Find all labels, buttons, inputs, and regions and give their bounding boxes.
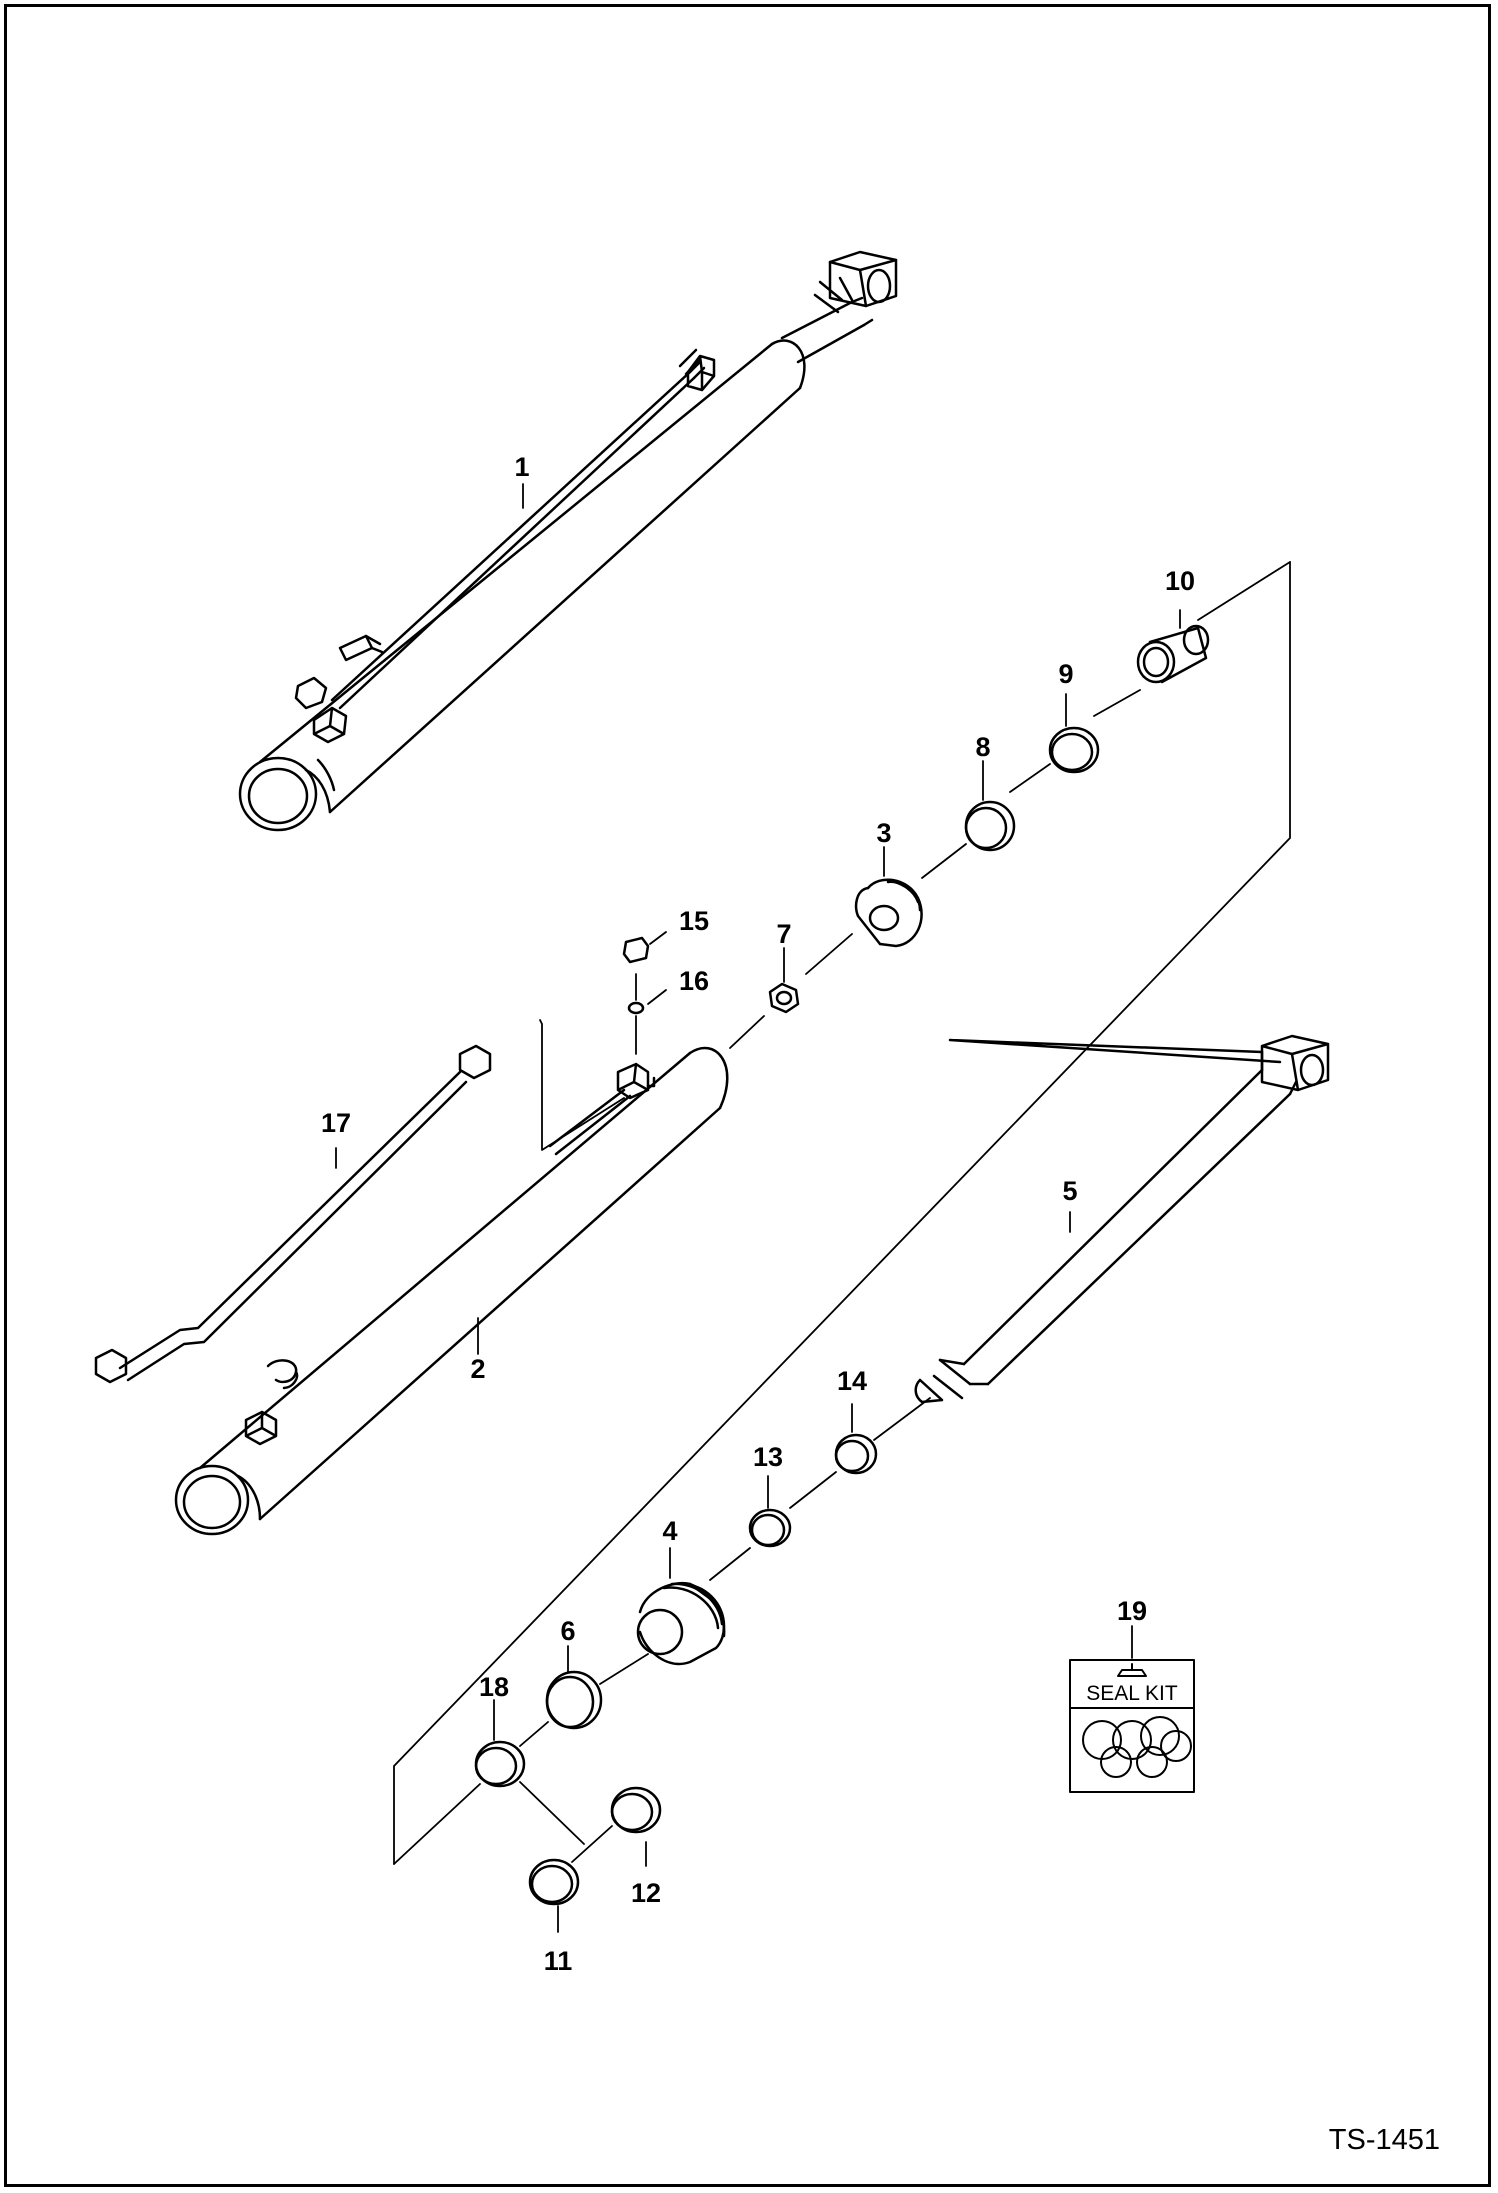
callout-7[interactable]: 7 (776, 919, 791, 949)
ring-13[interactable] (748, 1508, 792, 1548)
piston-rod[interactable] (914, 1034, 1330, 1404)
callout-1[interactable]: 1 (514, 452, 529, 482)
callout-3[interactable]: 3 (876, 818, 891, 848)
callout-14[interactable]: 14 (837, 1366, 867, 1396)
piston-gland[interactable] (854, 878, 923, 948)
callout-17[interactable]: 17 (321, 1108, 351, 1138)
callout-18[interactable]: 18 (479, 1672, 509, 1702)
cylinder-barrel[interactable] (174, 1046, 729, 1536)
leader-lines (335, 483, 1181, 1933)
callout-16[interactable]: 16 (679, 966, 709, 996)
bushing-10[interactable] (1136, 624, 1210, 684)
callout-4[interactable]: 4 (662, 1516, 677, 1546)
o-ring-16[interactable] (627, 1001, 645, 1015)
o-ring-6[interactable] (545, 1670, 603, 1730)
o-ring-9[interactable] (1048, 726, 1100, 774)
callout-labels: 1 2 3 4 5 6 7 8 9 10 11 12 13 14 15 16 1… (321, 452, 1195, 1976)
drawing-border (4, 4, 1491, 2187)
callout-15[interactable]: 15 (679, 906, 709, 936)
callout-8[interactable]: 8 (975, 732, 990, 762)
nut-7[interactable] (768, 982, 800, 1014)
ring-12[interactable] (610, 1786, 662, 1834)
callout-6[interactable]: 6 (560, 1616, 575, 1646)
assembly-lines (393, 561, 1291, 1865)
callout-2[interactable]: 2 (470, 1354, 485, 1384)
ring-11[interactable] (528, 1858, 580, 1906)
drawing-reference-number: TS-1451 (1328, 2124, 1440, 2156)
hose-17[interactable] (94, 1044, 492, 1384)
ring-18[interactable] (474, 1740, 526, 1788)
piston[interactable] (636, 1581, 726, 1665)
seal-kit-label: SEAL KIT (1086, 1682, 1178, 1705)
callout-19[interactable]: 19 (1117, 1596, 1147, 1626)
ring-14[interactable] (834, 1433, 878, 1475)
callout-12[interactable]: 12 (631, 1878, 661, 1908)
seal-kit-card[interactable] (1069, 1659, 1195, 1793)
callout-5[interactable]: 5 (1062, 1176, 1077, 1206)
seal-8[interactable] (964, 800, 1016, 852)
callout-11[interactable]: 11 (544, 1946, 573, 1976)
plug-15[interactable] (622, 936, 650, 964)
callout-9[interactable]: 9 (1058, 659, 1073, 689)
assembled-cylinder[interactable] (238, 250, 898, 832)
callout-13[interactable]: 13 (753, 1442, 783, 1472)
callout-10[interactable]: 10 (1165, 566, 1195, 596)
